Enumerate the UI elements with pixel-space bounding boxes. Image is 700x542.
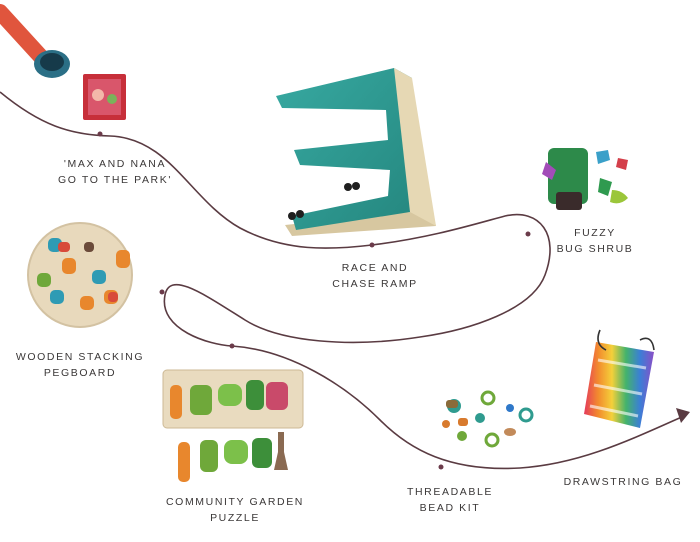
label-ramp: RACE AND CHASE RAMP: [310, 260, 440, 292]
arrowhead-icon: [676, 408, 690, 423]
book-icon: [83, 74, 126, 120]
stacking-rod-icon: [0, 4, 70, 78]
zigzag-ramp-icon: [276, 68, 436, 236]
label-bug-shrub-line-1: FUZZY: [574, 227, 616, 239]
garden-puzzle-icon: [162, 369, 304, 482]
path-markers: [97, 131, 531, 470]
label-bead-kit-line-1: THREADABLE: [406, 486, 494, 498]
label-garden-puzzle-line-2: PUZZLE: [210, 512, 260, 524]
label-bead-kit-line-2: BEAD KIT: [419, 502, 481, 514]
label-bead-kit: THREADABLE BEAD KIT: [390, 484, 510, 516]
drawstring-bag-icon: [584, 329, 655, 428]
label-garden-puzzle-line-1: COMMUNITY GARDEN: [166, 496, 304, 508]
label-book-line-1: 'MAX AND NANA: [63, 158, 167, 170]
pegboard-icon: [27, 222, 133, 328]
beads-icon: [442, 390, 534, 448]
label-ramp-line-1: RACE AND: [341, 262, 409, 274]
bug-shrub-icon: [542, 148, 628, 210]
label-pegboard: WOODEN STACKING PEGBOARD: [0, 349, 160, 381]
label-book: 'MAX AND NANA GO TO THE PARK': [40, 156, 190, 188]
label-garden-puzzle: COMMUNITY GARDEN PUZZLE: [150, 494, 320, 526]
label-bug-shrub-line-2: BUG SHRUB: [556, 243, 634, 255]
label-pegboard-line-2: PEGBOARD: [43, 367, 117, 379]
label-pegboard-line-1: WOODEN STACKING: [15, 351, 145, 363]
journey-path: [0, 91, 685, 470]
label-bag: DRAWSTRING BAG: [548, 474, 698, 490]
label-book-line-2: GO TO THE PARK': [58, 174, 172, 186]
label-ramp-line-2: CHASE RAMP: [332, 278, 418, 290]
label-bug-shrub: FUZZY BUG SHRUB: [540, 225, 650, 257]
label-bag-line-1: DRAWSTRING BAG: [563, 476, 683, 488]
